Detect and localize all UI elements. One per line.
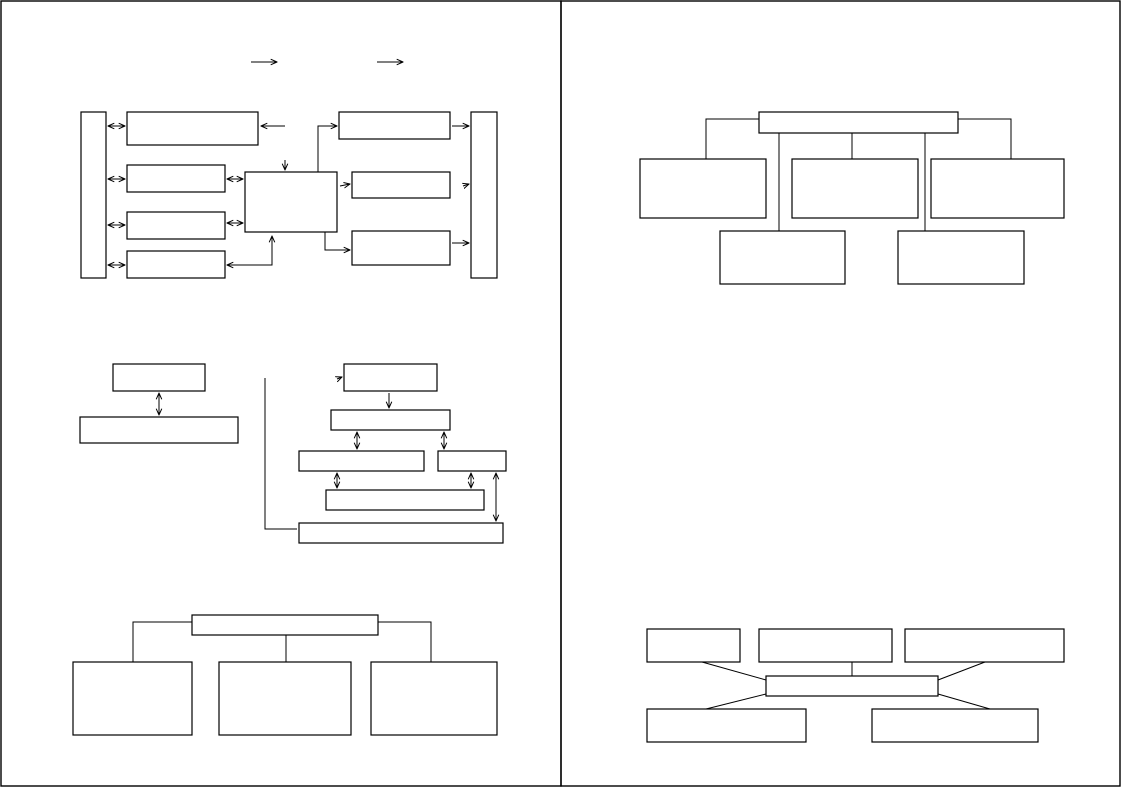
- stack-diagram: [264, 363, 507, 544]
- tree-right-child-4: [719, 230, 846, 285]
- flow-box-right-2: [351, 171, 451, 199]
- arrow-center-right1: [317, 126, 337, 172]
- pair-diagram: [79, 363, 239, 444]
- flow-box-right-1: [338, 111, 451, 140]
- right-page-frame: [560, 0, 1121, 787]
- tree-diagram-left: [72, 614, 498, 736]
- arrow-right2-col: [463, 184, 469, 186]
- tree-left-link-3: [378, 621, 432, 662]
- hub-top-3: [904, 628, 1065, 663]
- stack-box-1: [343, 363, 438, 392]
- hub-link-top-1: [701, 661, 767, 681]
- stack-box-4: [325, 489, 485, 511]
- flow-box-right-3: [351, 230, 451, 266]
- stack-side-arrow: [337, 377, 342, 379]
- tree-right-link-3: [958, 118, 1012, 159]
- pair-box-bottom: [79, 416, 239, 444]
- tree-right-root: [758, 111, 959, 134]
- tree-right-child-1: [639, 158, 767, 219]
- flow-box-top-left: [126, 111, 259, 146]
- hub-link-bottom-2: [937, 693, 991, 710]
- hub-diagram: [646, 628, 1065, 743]
- stack-box-3b: [437, 450, 507, 472]
- flow-diagram: [80, 111, 498, 279]
- hub-bottom-1: [646, 708, 807, 743]
- pair-box-top: [112, 363, 206, 392]
- flow-box-left-3: [126, 211, 226, 240]
- hub-top-1: [646, 628, 741, 663]
- flow-box-left-4: [126, 250, 226, 279]
- arrow-box4-center: [227, 236, 272, 265]
- hub-link-top-3: [937, 661, 986, 681]
- tree-right-child-3: [930, 158, 1065, 219]
- hub-center: [765, 675, 939, 697]
- tree-left-child-1: [72, 661, 193, 736]
- arrow-center-right2: [339, 184, 350, 186]
- hub-top-2: [758, 628, 893, 663]
- tree-right-child-2: [791, 158, 919, 219]
- tree-diagram-right: [639, 111, 1065, 285]
- stack-box-3a: [298, 450, 425, 472]
- stack-side-line: [264, 378, 297, 530]
- tree-left-link-1: [132, 621, 192, 662]
- tree-left-child-3: [370, 661, 498, 736]
- tree-right-link-1: [705, 118, 759, 159]
- flow-box-left-2: [126, 164, 226, 193]
- tree-left-root: [191, 614, 379, 636]
- arrow-center-right3: [324, 232, 350, 250]
- tree-right-child-5: [897, 230, 1025, 285]
- hub-bottom-2: [871, 708, 1039, 743]
- tree-left-child-2: [218, 661, 352, 736]
- stack-box-5: [298, 522, 504, 544]
- left-column-box: [80, 111, 107, 279]
- hub-link-bottom-1: [705, 693, 767, 710]
- stack-box-2: [330, 409, 451, 431]
- right-column-box: [470, 111, 498, 279]
- flow-box-center: [244, 171, 338, 233]
